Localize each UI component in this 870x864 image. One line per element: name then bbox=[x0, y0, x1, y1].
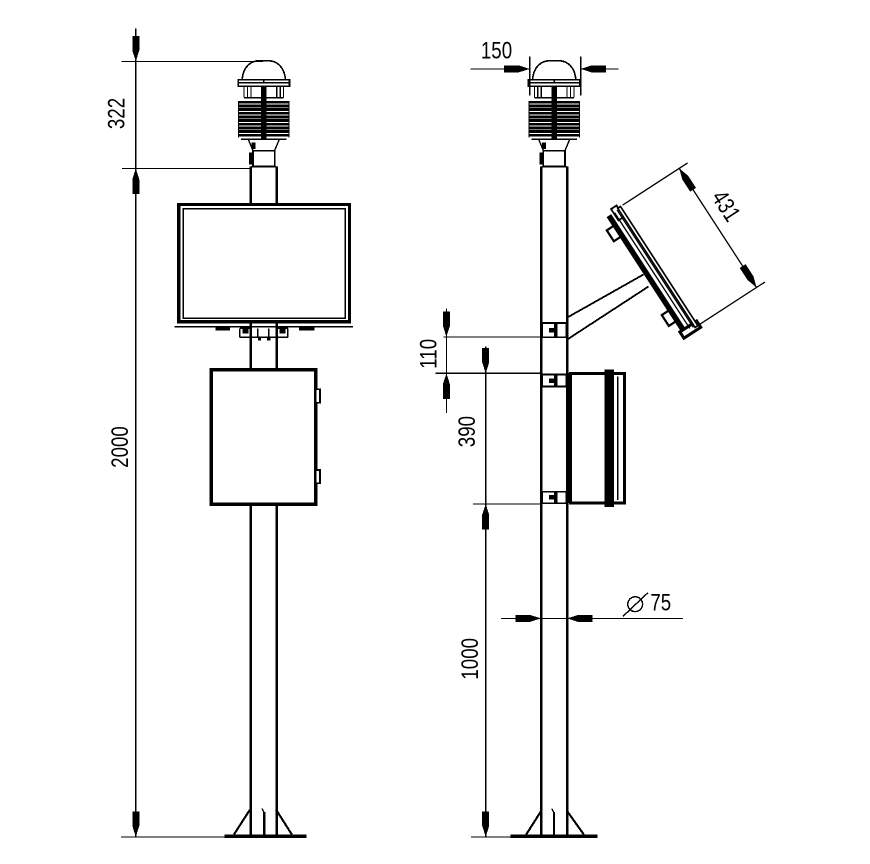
svg-text:1000: 1000 bbox=[457, 638, 484, 680]
svg-text:2000: 2000 bbox=[107, 426, 134, 468]
svg-text:390: 390 bbox=[454, 416, 481, 447]
svg-text:322: 322 bbox=[103, 98, 130, 129]
svg-text:75: 75 bbox=[650, 589, 671, 616]
svg-text:110: 110 bbox=[415, 339, 442, 369]
svg-text:150: 150 bbox=[481, 37, 512, 64]
